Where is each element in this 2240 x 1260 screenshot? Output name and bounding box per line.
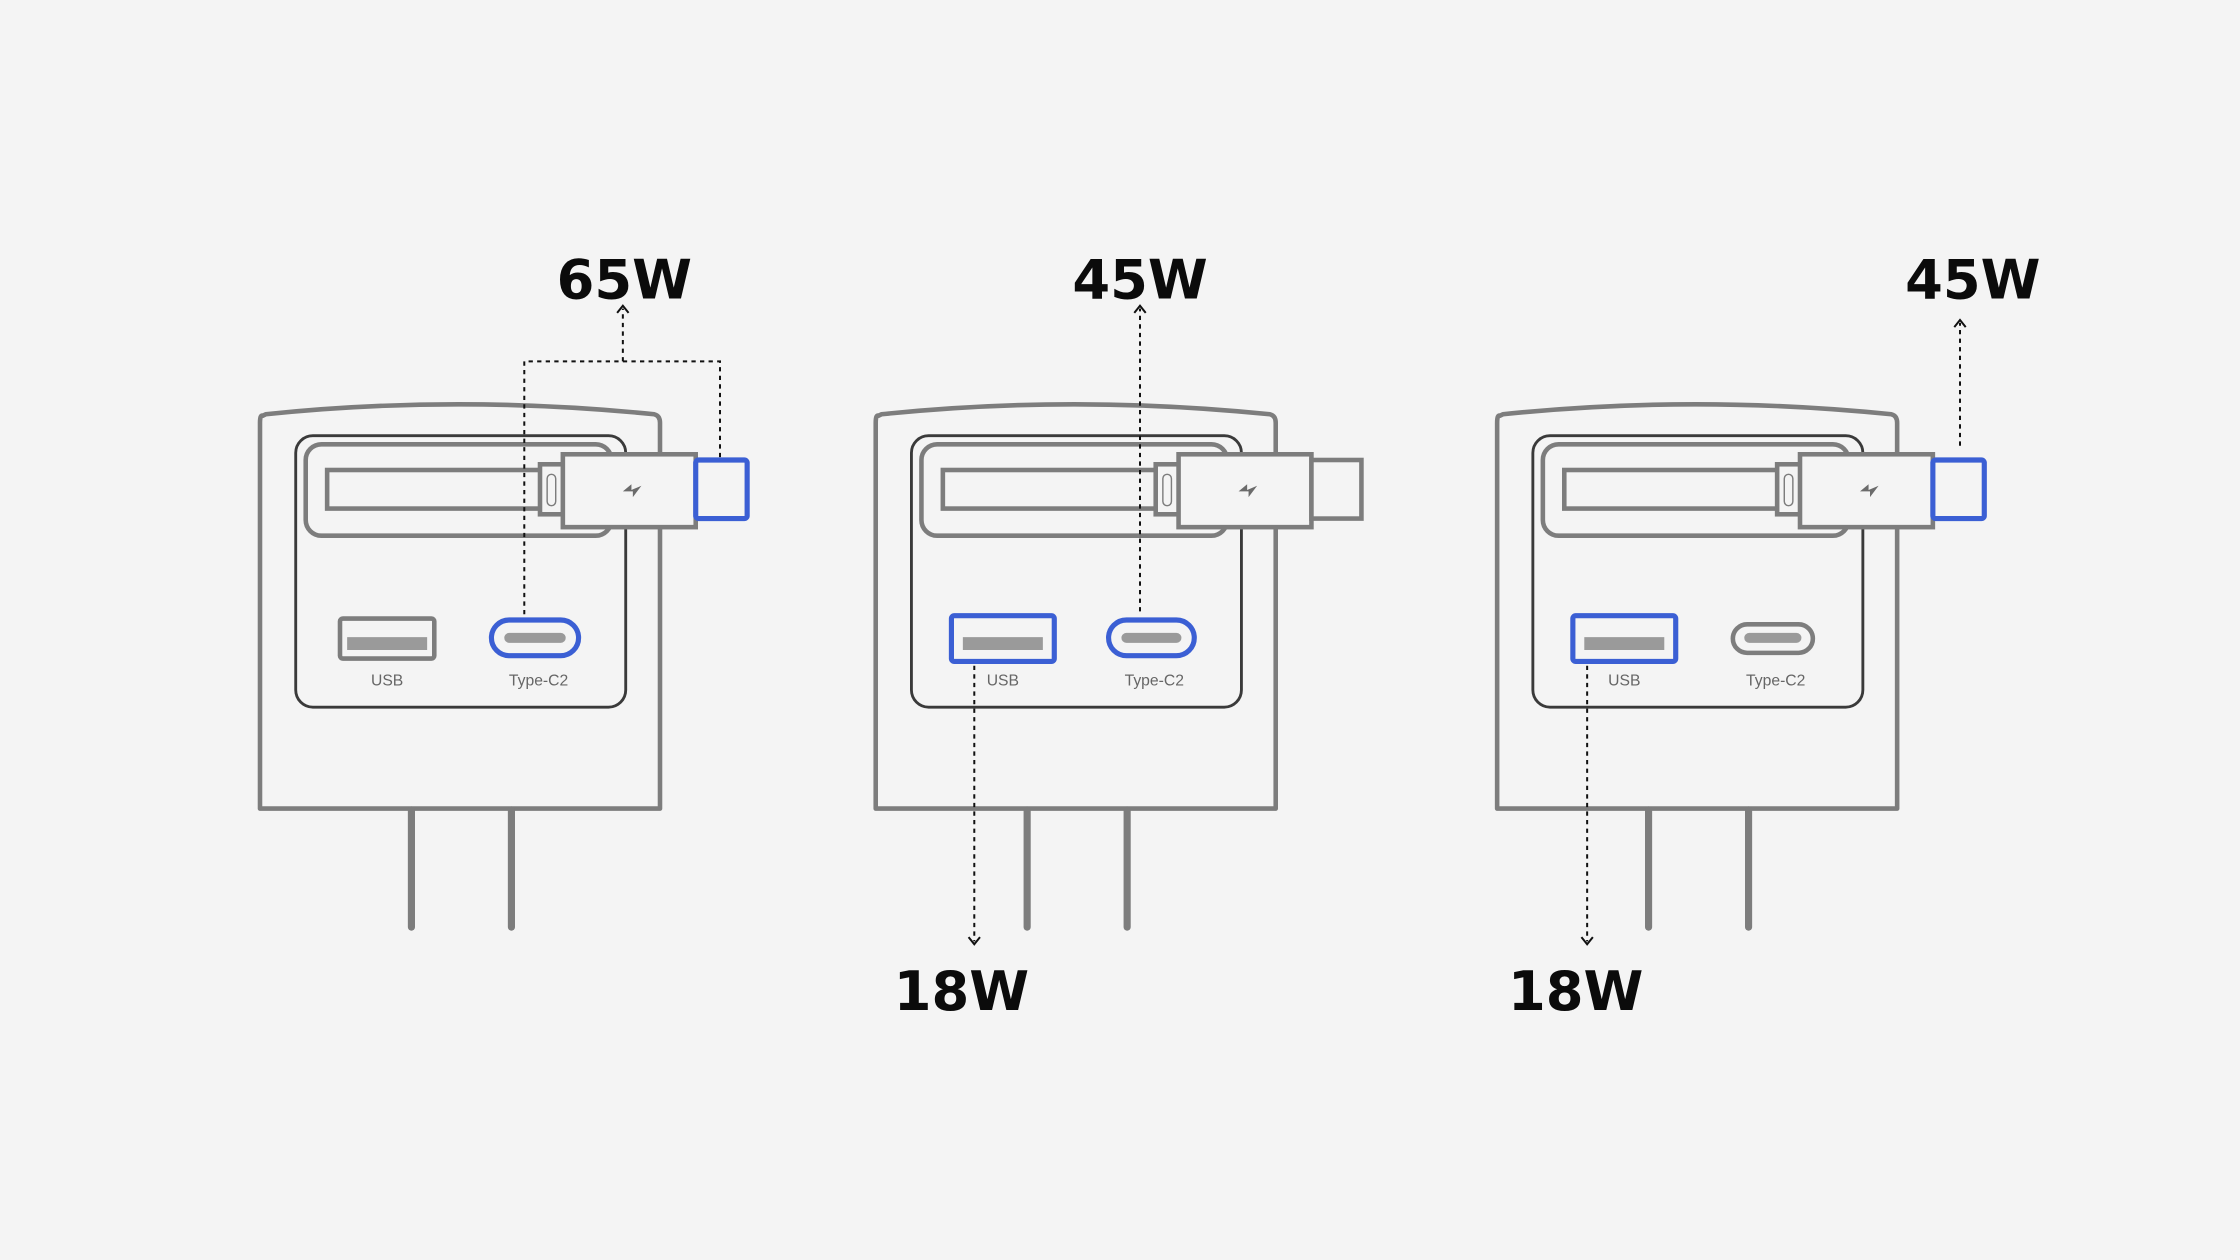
lightning-bolt-icon: [1238, 484, 1258, 498]
cable-body: [324, 467, 544, 511]
port-panel: [910, 434, 1243, 709]
charger-3: USB Type-C2 45W 18W: [1494, 249, 2041, 1023]
charger-2: USB Type-C2 45W 18W: [873, 249, 1364, 1023]
lightning-bolt-icon: [622, 484, 642, 498]
typec-port-label: Type-C2: [1746, 673, 1805, 690]
cable-plug-tip-active: [693, 457, 750, 522]
cable-body: [940, 467, 1160, 511]
usb-port-label: USB: [987, 673, 1019, 690]
arrow-down-icon: [1580, 936, 1594, 946]
typec-port-label: Type-C2: [509, 673, 568, 690]
cable-plug-tip-active: [1930, 457, 1987, 522]
typec-port-active: [1106, 617, 1197, 659]
usb-port-label: USB: [1608, 673, 1640, 690]
usb-port-label: USB: [371, 673, 403, 690]
charger-body: [257, 402, 663, 811]
typec-port-active: [488, 617, 582, 659]
usb-port-active: [948, 613, 1057, 664]
power-label-bottom: 18W: [894, 960, 1029, 1023]
power-label-bottom: 18W: [1508, 960, 1643, 1023]
power-label-top: 65W: [557, 249, 692, 312]
port-panel: [1531, 434, 1865, 709]
arrow-down-icon: [967, 936, 981, 946]
typec-port-label: Type-C2: [1125, 673, 1184, 690]
charger-1: USB Type-C2 65W: [257, 249, 750, 931]
arrow-up-icon: [1953, 318, 1967, 328]
charger-body: [1494, 402, 1900, 811]
typec-port: [1730, 622, 1816, 656]
cable-body: [1562, 467, 1781, 511]
cable-plug-tip: [1309, 457, 1364, 521]
usb-port: [337, 616, 437, 661]
lightning-bolt-icon: [1860, 484, 1879, 498]
power-label-top: 45W: [1905, 249, 2040, 312]
arrow-up-icon: [1133, 304, 1147, 314]
power-label-top: 45W: [1072, 249, 1207, 312]
usb-port-active: [1570, 613, 1679, 664]
charger-body: [873, 402, 1278, 811]
port-panel: [294, 434, 628, 709]
arrow-up-icon: [616, 304, 630, 314]
